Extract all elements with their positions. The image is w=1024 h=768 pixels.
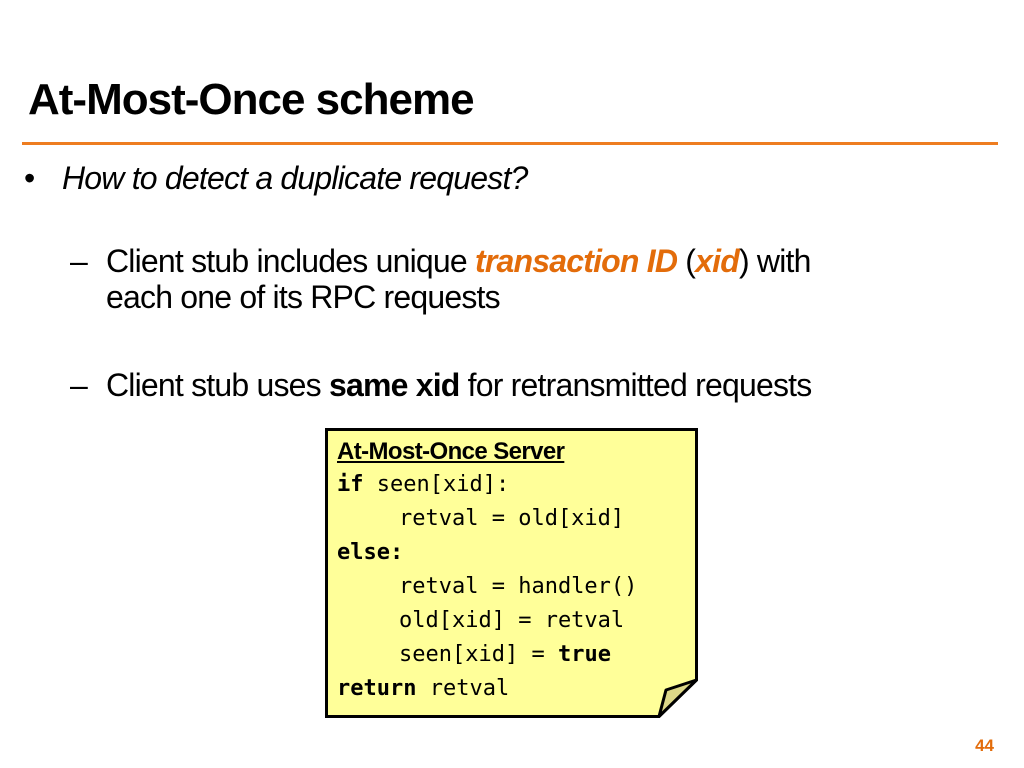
code-text: old[xid] = retval	[399, 608, 625, 633]
code-line-4: retval = handler()	[337, 570, 688, 604]
dash-marker: –	[70, 367, 88, 403]
paren-open: (	[677, 243, 696, 279]
keyword-return: return	[337, 676, 417, 701]
bullet-marker: •	[24, 160, 35, 196]
folded-note-shape	[325, 428, 698, 718]
code-line-6: seen[xid] = true	[337, 638, 688, 672]
slide-title: At-Most-Once scheme	[28, 75, 475, 124]
dash-marker: –	[70, 243, 88, 279]
bullet-question: • How to detect a duplicate request?	[24, 158, 984, 198]
code-line-3: else:	[337, 536, 688, 570]
note-title: At-Most-Once Server	[337, 438, 565, 465]
code-line-7: return retval	[337, 672, 688, 706]
note-fold-corner	[657, 678, 698, 718]
xid-term: xid	[695, 243, 740, 279]
sub1-text-pre: Client stub includes unique	[106, 243, 475, 279]
code-line-1: if seen[xid]:	[337, 468, 688, 502]
code-text: retval = old[xid]	[399, 506, 625, 531]
code-text: seen[xid]:	[363, 472, 510, 497]
note-content: At-Most-Once Server if seen[xid]: retval…	[337, 436, 688, 706]
sub2-text-pre: Client stub uses	[106, 367, 329, 403]
keyword-if: if	[337, 472, 364, 497]
page-number: 44	[975, 736, 994, 755]
code-line-2: retval = old[xid]	[337, 502, 688, 536]
sub2-text-post: for retransmitted requests	[459, 367, 813, 403]
keyword-else: else:	[337, 540, 404, 565]
code-text: retval	[416, 676, 510, 701]
sub-bullet-transaction-id: –Client stub includes unique transaction…	[70, 243, 970, 315]
transaction-id-term: transaction ID	[474, 243, 678, 279]
paren-close: ) with	[738, 243, 811, 279]
code-text: seen[xid] =	[399, 642, 558, 667]
sub1-continuation: each one of its RPC requests	[106, 279, 501, 315]
code-text: retval = handler()	[399, 574, 638, 599]
title-underline	[22, 142, 998, 145]
question-text: How to detect a duplicate request?	[62, 160, 528, 196]
server-pseudocode-note: At-Most-Once Server if seen[xid]: retval…	[325, 428, 698, 718]
code-line-5: old[xid] = retval	[337, 604, 688, 638]
same-xid-term: same xid	[328, 367, 460, 403]
sub-bullet-same-xid: –Client stub uses same xid for retransmi…	[70, 367, 970, 403]
keyword-true: true	[557, 642, 611, 667]
